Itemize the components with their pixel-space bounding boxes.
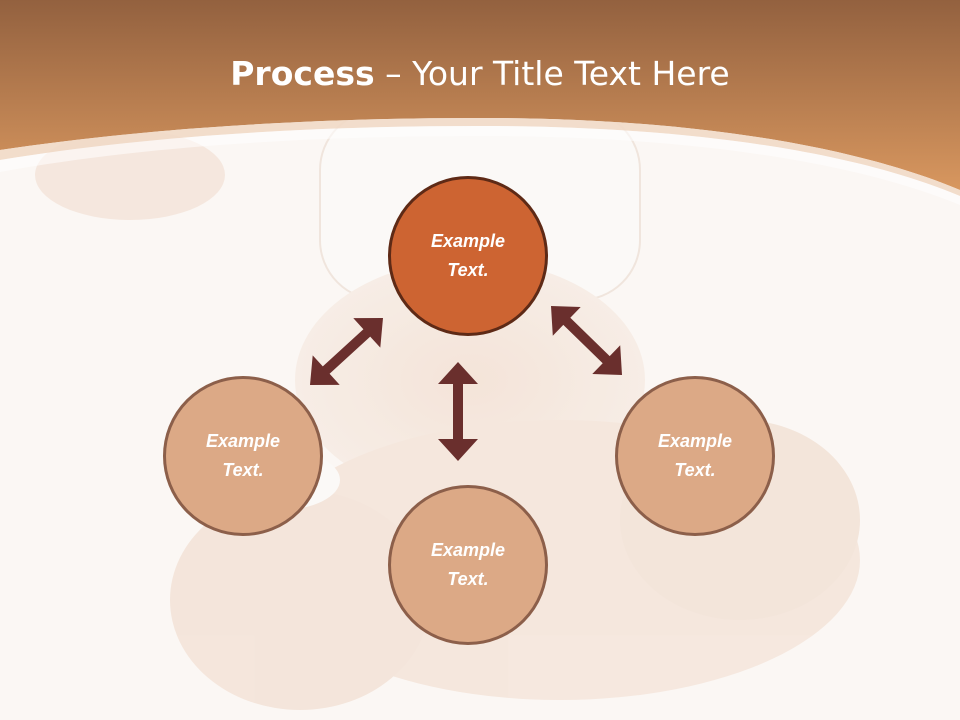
header-swoosh [0, 118, 960, 196]
arrow-top-left [310, 318, 383, 385]
node-top-line1: Example [430, 231, 506, 251]
process-node-left: Example Text. [163, 376, 323, 536]
node-right-line2: Text. [674, 460, 716, 480]
node-bottom-line1: Example [430, 540, 506, 560]
node-left-line2: Text. [222, 460, 264, 480]
title-rest: – Your Title Text Here [374, 54, 730, 93]
process-node-bottom: Example Text. [388, 485, 548, 645]
node-right-line1: Example [657, 431, 733, 451]
node-bottom-line2: Text. [447, 569, 489, 589]
title-bold: Process [230, 54, 375, 93]
arrow-top-bottom [438, 362, 478, 461]
arrow-top-right [551, 306, 622, 375]
process-node-right: Example Text. [615, 376, 775, 536]
process-node-top: Example Text. [388, 176, 548, 336]
node-top-line2: Text. [447, 260, 489, 280]
slide-title: Process – Your Title Text Here [0, 52, 960, 96]
header-band [0, 0, 960, 190]
node-left-line1: Example [205, 431, 281, 451]
